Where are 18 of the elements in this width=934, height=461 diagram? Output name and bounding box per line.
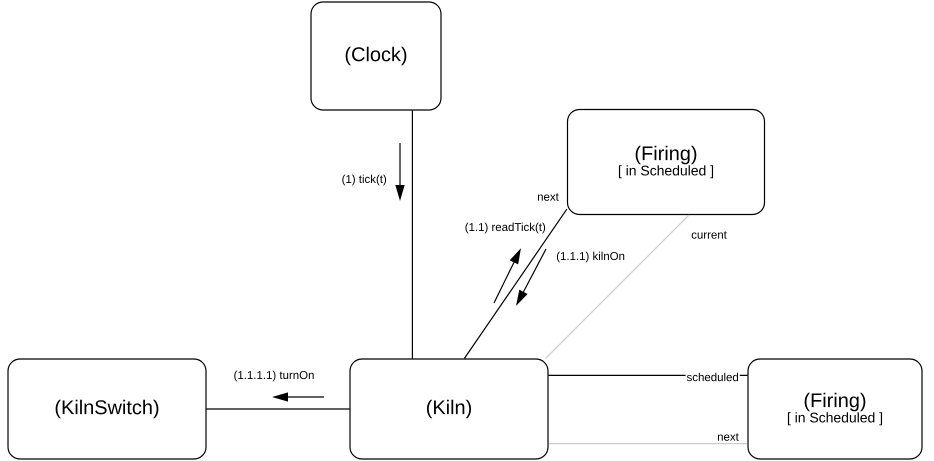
message-label: (1.1.1) kilnOn	[556, 252, 624, 262]
message-label: (1.1.1.1) turnOn	[234, 370, 314, 382]
role-label: current	[690, 230, 728, 240]
message-label: (1) tick(t)	[342, 174, 386, 186]
object-box: (Clock)	[310, 1, 442, 111]
link-line	[545, 214, 690, 359]
role-label: scheduled	[686, 372, 740, 382]
link-line	[548, 442, 748, 444]
link-line	[412, 110, 413, 358]
link-line	[464, 208, 568, 359]
object-box: (Firing) [ in Scheduled ]	[566, 108, 766, 216]
message-label: (1.1) readTick(t)	[465, 222, 546, 234]
object-box: (KilnSwitch)	[7, 358, 207, 460]
role-label: next	[536, 192, 560, 202]
object-box: (Firing) [ in Scheduled ]	[747, 358, 923, 460]
role-label: next	[716, 432, 740, 442]
link-line	[206, 408, 350, 410]
object-box: (Kiln)	[349, 358, 549, 460]
